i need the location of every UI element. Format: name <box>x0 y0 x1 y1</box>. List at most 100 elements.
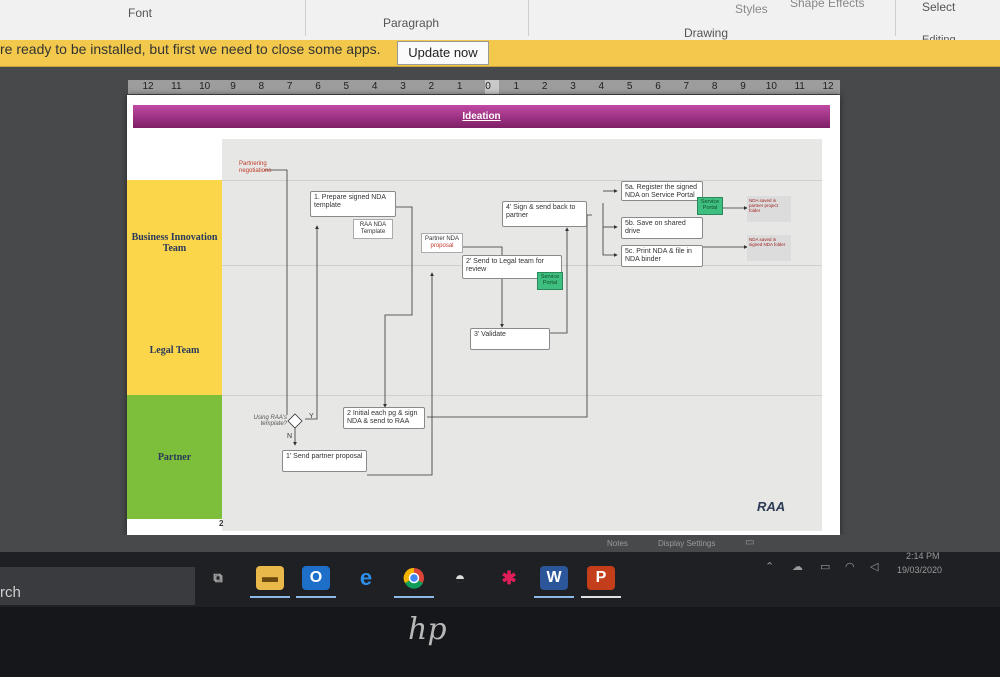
doc-raa-nda-template[interactable]: RAA NDA Template <box>353 219 393 239</box>
ruler-tick-label: 12 <box>822 81 834 92</box>
service-portal-tag: Service Portal <box>537 272 563 290</box>
outlook-icon[interactable]: O <box>302 566 330 590</box>
raa-logo: RAA <box>757 499 786 514</box>
monitor-bezel <box>0 607 1000 677</box>
ribbon-divider <box>305 0 306 36</box>
decision-yes-label: Y <box>309 413 314 420</box>
edge-icon[interactable]: e <box>359 565 373 590</box>
powerpoint-icon[interactable]: P <box>587 566 615 590</box>
decision-question: Using RAA's template? <box>253 415 288 427</box>
lane-business-innovation: Business Innovation Team <box>127 180 222 305</box>
ruler-tick-label: 10 <box>765 81 777 92</box>
ribbon-divider <box>528 0 529 36</box>
clock-time[interactable]: 2:14 PM <box>906 551 940 561</box>
ribbon: Font Paragraph Drawing Styles Shape Effe… <box>0 0 1000 46</box>
slack-icon[interactable]: ✱ <box>501 567 517 588</box>
update-now-button[interactable]: Update now <box>397 41 489 65</box>
ruler-tick-label: 1 <box>456 81 463 92</box>
doc-partner-nda-proposal[interactable]: Partner NDA proposal <box>421 233 463 253</box>
ruler-tick-label: 2 <box>428 81 435 92</box>
step-save-shared-drive[interactable]: 5b. Save on shared drive <box>621 217 703 239</box>
ruler-tick-label: 11 <box>171 81 182 92</box>
taskbar-active-indicator <box>581 596 621 598</box>
doc-partner-nda-title: Partner NDA <box>424 236 459 242</box>
app-icon[interactable]: ◓ <box>454 567 466 588</box>
search-box[interactable] <box>0 567 195 605</box>
tray-battery-icon[interactable]: ▭ <box>820 561 831 573</box>
ribbon-group-paragraph[interactable]: Paragraph <box>383 16 440 30</box>
doc-partner-nda-sub: proposal <box>430 243 454 249</box>
taskbar-active-indicator <box>534 596 574 598</box>
ruler-tick-label: 9 <box>740 81 746 92</box>
chrome-icon[interactable] <box>400 566 428 590</box>
step-validate[interactable]: 3' Validate <box>470 328 550 350</box>
hp-logo: hp <box>408 612 447 647</box>
tray-volume-icon[interactable]: ◁ <box>870 561 879 573</box>
step-sign-send-back[interactable]: 4' Sign & send back to partner <box>502 201 587 227</box>
notes-button[interactable]: Notes <box>607 539 628 548</box>
ruler-tick-label: 11 <box>794 81 805 92</box>
ruler-tick-label: 3 <box>400 81 406 92</box>
ruler-tick-label: 4 <box>371 81 378 92</box>
update-notification-bar: re ready to be installed, but first we n… <box>0 40 1000 67</box>
ruler-tick-label: 6 <box>315 81 321 92</box>
step-print-nda-binder[interactable]: 5c. Print NDA & file in NDA binder <box>621 245 703 267</box>
ruler-tick-label: 8 <box>258 81 265 92</box>
slide-number: 2 <box>219 519 224 528</box>
decision-diamond <box>287 413 303 429</box>
taskbar-active-indicator <box>394 596 434 598</box>
ribbon-group-drawing[interactable]: Drawing <box>684 26 729 40</box>
step-send-to-legal[interactable]: 2' Send to Legal team for review <box>462 255 562 279</box>
step-prepare-signed-nda[interactable]: 1. Prepare signed NDA template <box>310 191 396 217</box>
slide-canvas[interactable]: Ideation Business Innovation Team Legal … <box>127 95 840 535</box>
search-input-text[interactable]: rch <box>0 584 21 601</box>
step-initial-sign-nda[interactable]: 2 Initial each pg & sign NDA & send to R… <box>343 407 425 429</box>
ruler-tick-label: 10 <box>199 81 211 92</box>
doc-partnering-negotiations[interactable]: Partnering negotiations <box>239 161 272 174</box>
doc-nda-saved-signed: NDA saved in signed NDA folder <box>747 235 791 261</box>
ruler-tick-label: 1 <box>513 81 520 92</box>
ruler-tick-label: 7 <box>286 81 293 92</box>
step-send-partner-proposal[interactable]: 1' Send partner proposal <box>282 450 367 472</box>
ruler-tick-label: 5 <box>626 81 633 92</box>
ruler-tick-label: 0 <box>485 81 491 92</box>
ruler-tick-label: 8 <box>711 81 718 92</box>
task-view-icon[interactable]: ⧉ <box>213 570 223 585</box>
tray-wifi-icon[interactable]: ◠ <box>845 561 855 573</box>
styles-button[interactable]: Styles <box>735 2 768 16</box>
taskbar-active-indicator <box>296 596 336 598</box>
ruler-tick-label: 5 <box>343 81 350 92</box>
ruler-tick-label: 3 <box>570 81 576 92</box>
ribbon-group-font[interactable]: Font <box>128 6 153 20</box>
ribbon-divider <box>895 0 896 36</box>
service-portal-tag: Service Portal <box>697 197 723 215</box>
word-icon[interactable]: W <box>540 566 568 590</box>
file-explorer-icon[interactable]: ▬ <box>256 566 284 590</box>
status-bar: Notes Display Settings ▭ <box>0 535 1000 552</box>
title-bar: Ideation <box>133 105 830 128</box>
lane-divider <box>222 180 822 181</box>
decision-no-label: N <box>287 433 293 440</box>
ruler-tick-label: 4 <box>598 81 605 92</box>
step-register-service-portal[interactable]: 5a. Register the signed NDA on Service P… <box>621 181 703 201</box>
ruler-origin <box>485 80 499 94</box>
shape-effects-button[interactable]: Shape Effects <box>790 0 865 10</box>
ruler-tick-label: 9 <box>230 81 236 92</box>
ruler-tick-label: 7 <box>683 81 690 92</box>
taskbar-active-indicator <box>250 596 290 598</box>
doc-nda-saved-partner: NDA saved in partner project folder <box>747 196 791 222</box>
tray-chevron-icon[interactable]: ⌃ <box>765 561 775 573</box>
update-message: re ready to be installed, but first we n… <box>0 41 381 57</box>
lane-divider <box>222 395 822 396</box>
normal-view-icon[interactable]: ▭ <box>745 537 755 548</box>
lane-legal-team: Legal Team <box>127 305 222 395</box>
select-button[interactable]: Select <box>922 0 956 14</box>
tray-cloud-icon[interactable]: ☁ <box>792 561 803 573</box>
lane-partner: Partner <box>127 395 222 519</box>
ruler-tick-label: 6 <box>655 81 661 92</box>
slide-title[interactable]: Ideation <box>462 111 501 122</box>
clock-date[interactable]: 19/03/2020 <box>897 565 943 575</box>
ruler-tick-label: 12 <box>142 81 154 92</box>
display-settings-button[interactable]: Display Settings <box>658 539 716 548</box>
